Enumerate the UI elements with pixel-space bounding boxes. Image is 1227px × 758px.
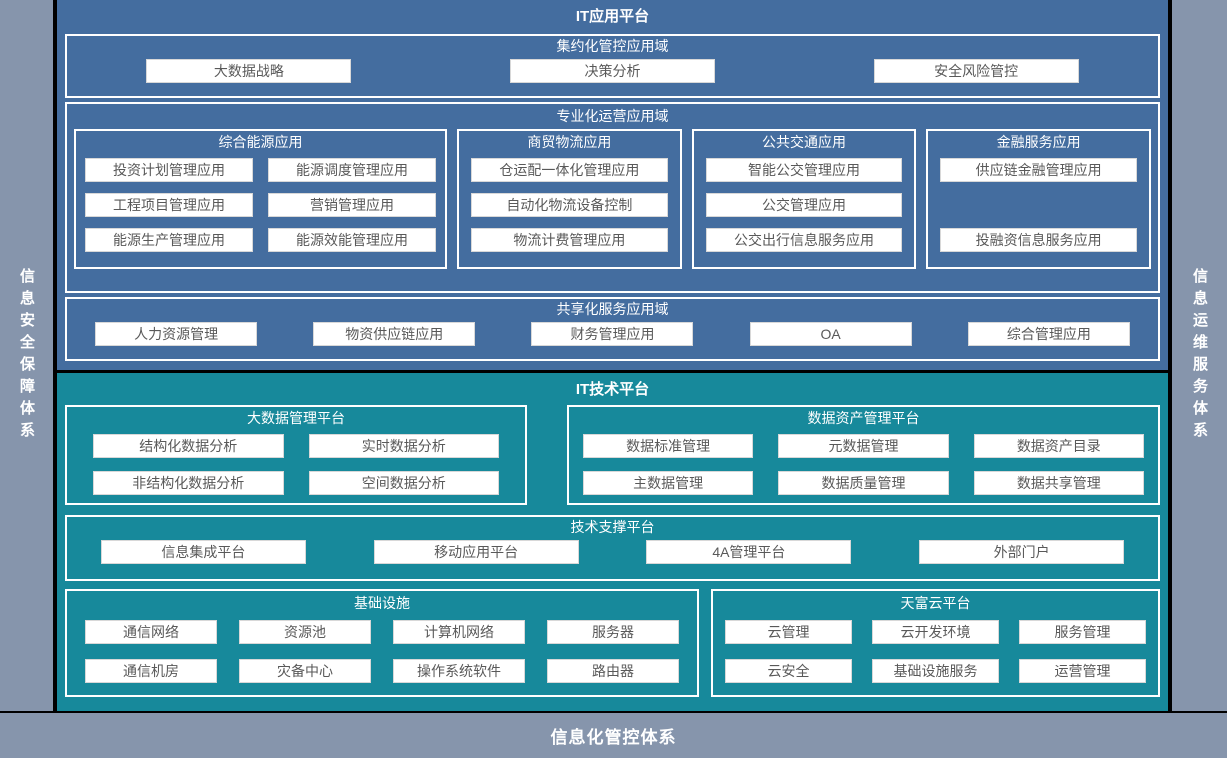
- operations-service-label: 信息运维服务体系: [1191, 267, 1208, 444]
- tech-item: 主数据管理: [583, 471, 754, 495]
- tech-item: 计算机网络: [393, 620, 525, 644]
- app-item: 能源生产管理应用: [85, 228, 253, 252]
- group-public-transport: 公共交通应用 智能公交管理应用 公交管理应用 公交出行信息服务应用: [691, 129, 917, 269]
- app-item: 投融资信息服务应用: [940, 228, 1138, 252]
- app-item: 自动化物流设备控制: [471, 193, 668, 217]
- group-tianfu-cloud-platform-title: 天富云平台: [900, 595, 971, 611]
- tech-item: 元数据管理: [778, 434, 949, 458]
- tech-item: 数据质量管理: [778, 471, 949, 495]
- tech-item: 信息集成平台: [100, 540, 306, 564]
- app-item: 营销管理应用: [268, 193, 436, 217]
- group-integrated-energy-items: 投资计划管理应用 能源调度管理应用 工程项目管理应用 营销管理应用 能源生产管理…: [76, 158, 445, 252]
- tech-item: 结构化数据分析: [93, 434, 284, 458]
- app-item: 能源调度管理应用: [268, 158, 436, 182]
- tech-item: 运营管理: [1019, 659, 1146, 683]
- group-tech-support-platform-title: 技术支撑平台: [570, 519, 655, 535]
- group-data-asset-management-items: 数据标准管理 元数据管理 数据资产目录 主数据管理 数据质量管理 数据共享管理: [569, 434, 1158, 495]
- tech-row-infrastructure: 基础设施 通信网络 资源池 计算机网络 服务器 通信机房 灾备中心 操作系统软件…: [65, 589, 1160, 697]
- domain-shared-services: 共享化服务应用域 人力资源管理 物资供应链应用 财务管理应用 OA 综合管理应用: [65, 297, 1160, 361]
- tech-platform-title: IT技术平台: [575, 381, 650, 398]
- group-tech-support-platform-items: 信息集成平台 移动应用平台 4A管理平台 外部门户: [67, 540, 1158, 564]
- tech-item: 服务器: [547, 620, 679, 644]
- app-platform-title: IT应用平台: [575, 8, 650, 25]
- group-public-transport-items: 智能公交管理应用 公交管理应用 公交出行信息服务应用: [694, 158, 915, 252]
- group-infrastructure-items: 通信网络 资源池 计算机网络 服务器 通信机房 灾备中心 操作系统软件 路由器: [67, 620, 697, 685]
- tech-item: 云开发环境: [872, 620, 999, 644]
- tech-item: 云安全: [725, 659, 852, 683]
- security-assurance-rail: 信息安全保障体系: [0, 0, 53, 711]
- group-financial-services-title: 金融服务应用: [996, 134, 1081, 150]
- tech-item: 实时数据分析: [308, 434, 499, 458]
- app-item: 工程项目管理应用: [85, 193, 253, 217]
- app-item: 决策分析: [509, 59, 715, 83]
- app-item: 公交管理应用: [705, 193, 903, 217]
- group-data-asset-management: 数据资产管理平台 数据标准管理 元数据管理 数据资产目录 主数据管理 数据质量管…: [567, 405, 1160, 505]
- tech-item: 4A管理平台: [646, 540, 852, 564]
- group-tech-support-platform: 技术支撑平台 信息集成平台 移动应用平台 4A管理平台 外部门户: [65, 515, 1160, 581]
- app-item: OA: [749, 322, 912, 346]
- group-tianfu-cloud-platform: 天富云平台 云管理 云开发环境 服务管理 云安全 基础设施服务 运营管理: [711, 589, 1160, 697]
- domain-professional-operations-groups: 综合能源应用 投资计划管理应用 能源调度管理应用 工程项目管理应用 营销管理应用…: [74, 129, 1152, 269]
- app-item: 人力资源管理: [95, 322, 258, 346]
- tech-item: 灾备中心: [239, 659, 371, 683]
- app-item: 物流计费管理应用: [471, 228, 668, 252]
- tech-item: 数据共享管理: [973, 471, 1144, 495]
- group-tianfu-cloud-platform-items: 云管理 云开发环境 服务管理 云安全 基础设施服务 运营管理: [713, 620, 1158, 685]
- tech-item: 通信机房: [85, 659, 217, 683]
- tech-item: 数据资产目录: [973, 434, 1144, 458]
- tech-row-data: 大数据管理平台 结构化数据分析 实时数据分析 非结构化数据分析 空间数据分析 数…: [65, 405, 1160, 505]
- it-application-platform: IT应用平台 集约化管控应用域 大数据战略 决策分析 安全风险管控 专业化运营应…: [57, 0, 1168, 370]
- tech-item: 资源池: [239, 620, 371, 644]
- app-item: 仓运配一体化管理应用: [471, 158, 668, 182]
- tech-item: 通信网络: [85, 620, 217, 644]
- app-item: 安全风险管控: [873, 59, 1079, 83]
- tech-item: 空间数据分析: [308, 471, 499, 495]
- tech-item: 外部门户: [919, 540, 1125, 564]
- tech-item: 移动应用平台: [373, 540, 579, 564]
- domain-intensive-control-items: 大数据战略 决策分析 安全风险管控: [67, 59, 1158, 83]
- domain-intensive-control: 集约化管控应用域 大数据战略 决策分析 安全风险管控: [65, 34, 1160, 98]
- domain-professional-operations: 专业化运营应用域 综合能源应用 投资计划管理应用 能源调度管理应用 工程项目管理…: [65, 102, 1160, 293]
- app-item: 财务管理应用: [531, 322, 694, 346]
- tech-item: 路由器: [547, 659, 679, 683]
- domain-shared-services-title: 共享化服务应用域: [556, 301, 669, 317]
- informatization-control-rail: 信息化管控体系: [0, 713, 1227, 758]
- app-item: 供应链金融管理应用: [940, 158, 1138, 182]
- app-item: 大数据战略: [146, 59, 352, 83]
- group-trade-logistics: 商贸物流应用 仓运配一体化管理应用 自动化物流设备控制 物流计费管理应用: [457, 129, 682, 269]
- group-trade-logistics-items: 仓运配一体化管理应用 自动化物流设备控制 物流计费管理应用: [459, 158, 680, 252]
- tech-item: 非结构化数据分析: [93, 471, 284, 495]
- group-integrated-energy-title: 综合能源应用: [218, 134, 303, 150]
- group-trade-logistics-title: 商贸物流应用: [527, 134, 612, 150]
- main-content: IT应用平台 集约化管控应用域 大数据战略 决策分析 安全风险管控 专业化运营应…: [57, 0, 1168, 711]
- group-infrastructure: 基础设施 通信网络 资源池 计算机网络 服务器 通信机房 灾备中心 操作系统软件…: [65, 589, 699, 697]
- security-assurance-label: 信息安全保障体系: [18, 267, 35, 444]
- tech-item: 服务管理: [1019, 620, 1146, 644]
- group-bigdata-management-items: 结构化数据分析 实时数据分析 非结构化数据分析 空间数据分析: [67, 434, 525, 495]
- group-integrated-energy: 综合能源应用 投资计划管理应用 能源调度管理应用 工程项目管理应用 营销管理应用…: [74, 129, 447, 269]
- group-bigdata-management-title: 大数据管理平台: [247, 410, 345, 426]
- tech-item: 数据标准管理: [583, 434, 754, 458]
- informatization-control-label: 信息化管控体系: [550, 728, 677, 747]
- group-data-asset-management-title: 数据资产管理平台: [807, 410, 920, 426]
- app-item: 物资供应链应用: [313, 322, 476, 346]
- group-financial-services-items: 供应链金融管理应用 投融资信息服务应用: [928, 158, 1149, 252]
- domain-shared-services-items: 人力资源管理 物资供应链应用 财务管理应用 OA 综合管理应用: [67, 322, 1158, 346]
- app-item: 投资计划管理应用: [85, 158, 253, 182]
- group-financial-services: 金融服务应用 供应链金融管理应用 投融资信息服务应用: [926, 129, 1152, 269]
- operations-service-rail: 信息运维服务体系: [1172, 0, 1227, 711]
- domain-intensive-control-title: 集约化管控应用域: [556, 38, 669, 54]
- tech-item: 操作系统软件: [393, 659, 525, 683]
- domain-professional-operations-title: 专业化运营应用域: [556, 108, 669, 124]
- group-bigdata-management: 大数据管理平台 结构化数据分析 实时数据分析 非结构化数据分析 空间数据分析: [65, 405, 527, 505]
- tech-item: 云管理: [725, 620, 852, 644]
- group-public-transport-title: 公共交通应用: [762, 134, 846, 150]
- app-item: 综合管理应用: [967, 322, 1130, 346]
- app-item: 智能公交管理应用: [705, 158, 903, 182]
- app-item: 能源效能管理应用: [268, 228, 436, 252]
- tech-item: 基础设施服务: [872, 659, 999, 683]
- app-item: 公交出行信息服务应用: [705, 228, 903, 252]
- group-infrastructure-title: 基础设施: [354, 595, 410, 611]
- it-technology-platform: IT技术平台 大数据管理平台 结构化数据分析 实时数据分析 非结构化数据分析 空…: [57, 373, 1168, 711]
